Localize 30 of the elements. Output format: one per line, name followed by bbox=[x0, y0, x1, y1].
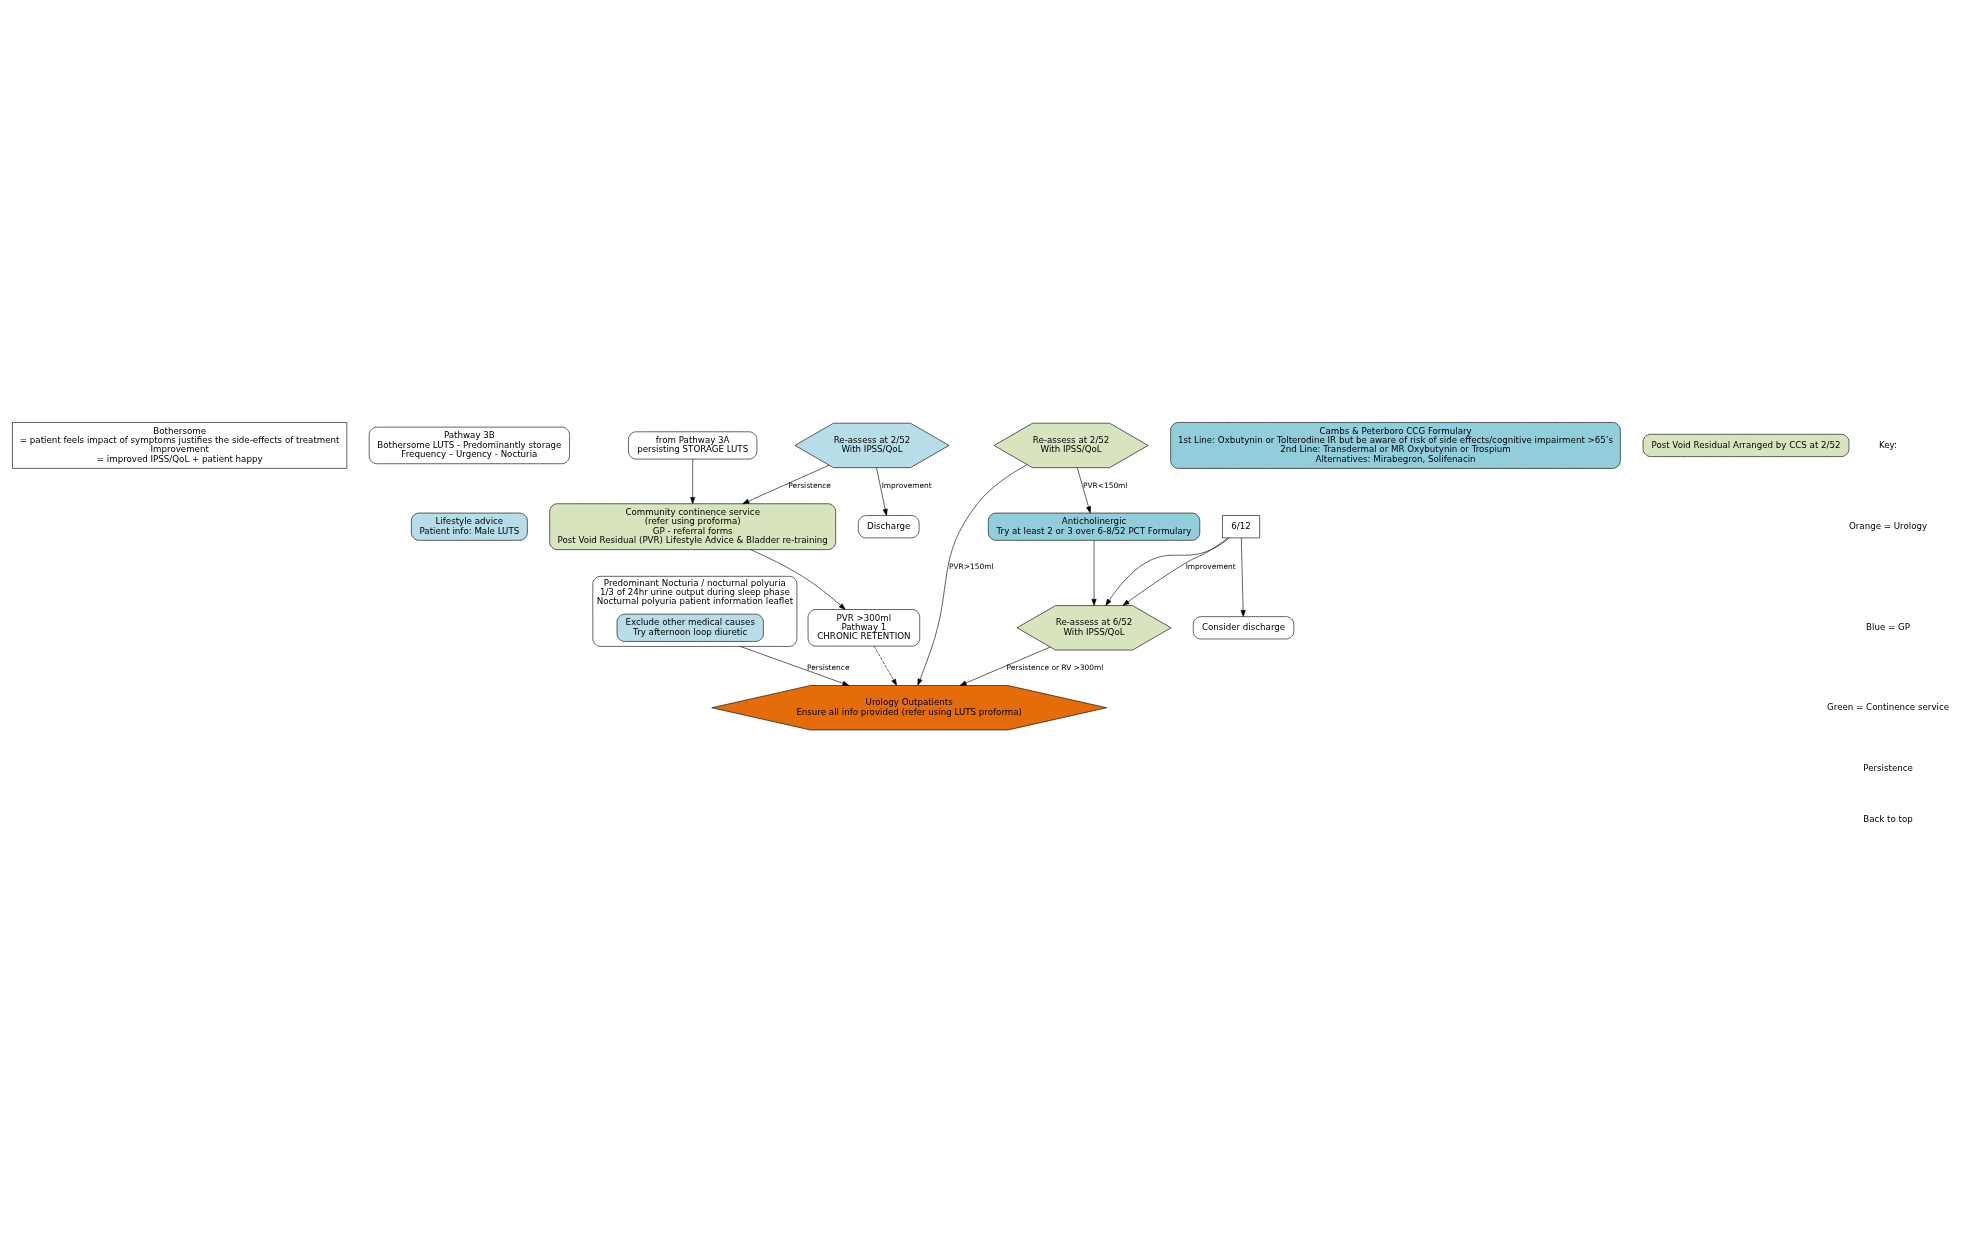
node-box: Consider discharge bbox=[1193, 616, 1295, 640]
label: Back to top bbox=[1863, 813, 1913, 824]
arrow bbox=[1240, 537, 1246, 617]
arrow bbox=[742, 464, 830, 505]
arrow bbox=[876, 467, 888, 516]
node-box: Lifestyle advice Patient info: Male LUTS bbox=[411, 512, 528, 541]
label: Green = Continence service bbox=[1827, 702, 1950, 713]
label: Blue = GP bbox=[1866, 622, 1911, 633]
node-box: Discharge bbox=[858, 515, 920, 539]
node-box: Anticholinergic Try at least 2 or 3 over 6-8/52 PCT Formulary bbox=[987, 512, 1201, 541]
arrow bbox=[917, 464, 1028, 686]
node-box: from Pathway 3A persisting STORAGE LUTS bbox=[628, 431, 758, 460]
node-box: Pathway 3B Bothersome LUTS - Predominantly storage Frequency – Urgency - Nocturia bbox=[368, 426, 570, 465]
arrow bbox=[690, 458, 696, 504]
label: Orange = Urology bbox=[1848, 520, 1928, 531]
node-box: Bothersome = patient feels impact of symptoms justifies the side-effects of treatment Improvement = improved IPSS/QoL + patient happy bbox=[12, 422, 348, 469]
node-box: Community continence service (refer using proforma) GP - referral forms Post Void Residual (PVR) Lifestyle Advice & Bladder re-training bbox=[549, 503, 836, 550]
arrow bbox=[739, 646, 850, 686]
node-box: 6/12 bbox=[1222, 515, 1260, 539]
arrow bbox=[873, 646, 897, 686]
arrow bbox=[750, 549, 846, 610]
node-box: Exclude other medical causes Try afternoon loop diuretic bbox=[616, 613, 764, 642]
node-box: PVR >300ml Pathway 1 CHRONIC RETENTION bbox=[807, 609, 921, 647]
arrow bbox=[1091, 540, 1097, 606]
label: Persistence bbox=[1863, 763, 1913, 774]
arrow bbox=[959, 646, 1051, 686]
arrow bbox=[1077, 467, 1091, 514]
node-box: Cambs & Peterboro CCG Formulary 1st Line: Oxbutynin or Tolterodine IR but be aware of risk of side effects/cognitive impairment >65’s 2nd Line: Transdermal or MR Oxybutynin or Trospium Alternatives: Mirabegron, Solifenacin bbox=[1170, 422, 1621, 469]
node-box: Post Void Residual Arranged by CCS at 2/52 bbox=[1642, 433, 1850, 457]
label: Key: bbox=[1879, 439, 1898, 450]
